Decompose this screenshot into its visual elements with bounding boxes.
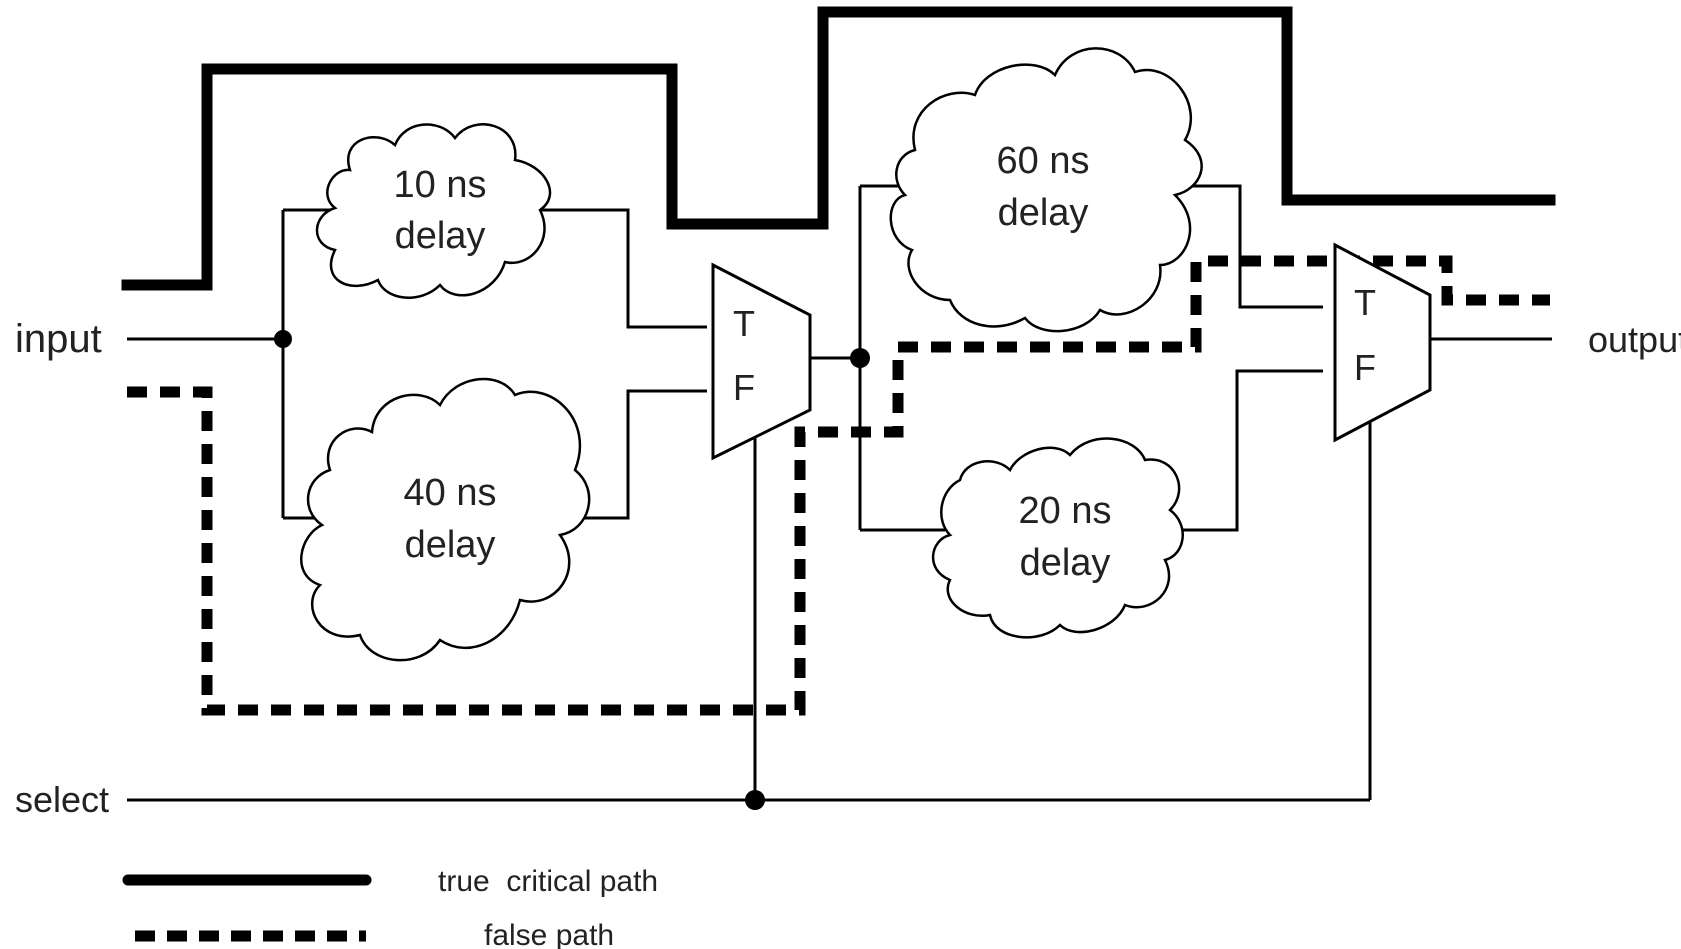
- mux-1: T F: [711, 262, 812, 461]
- false-path: [127, 255, 1550, 716]
- signal-wires: [127, 184, 1552, 802]
- legend-false-label: false path: [484, 919, 614, 949]
- delay-cloud-10ns: 10 ns delay: [315, 123, 552, 299]
- mux-2-true-label: T: [1354, 282, 1376, 323]
- mux-2-false-label: F: [1354, 347, 1376, 388]
- select-label: select: [15, 779, 109, 820]
- delay-40ns-value: 40 ns: [404, 472, 497, 514]
- junction-mux1-out: [850, 348, 870, 368]
- mux-2: T F: [1333, 242, 1432, 443]
- delay-cloud-40ns: 40 ns delay: [300, 377, 591, 662]
- true-critical-path: [121, 6, 1556, 291]
- junction-input: [274, 330, 292, 348]
- delay-40ns-word: delay: [405, 524, 496, 566]
- output-label: output: [1588, 319, 1681, 360]
- mux-1-false-label: F: [733, 367, 755, 408]
- legend: true critical path false path: [122, 865, 658, 949]
- delay-20ns-word: delay: [1020, 542, 1111, 584]
- delay-60ns-word: delay: [998, 192, 1089, 234]
- legend-critical-label: true critical path: [438, 865, 658, 898]
- delay-20ns-value: 20 ns: [1019, 490, 1112, 532]
- delay-60ns-value: 60 ns: [997, 140, 1090, 182]
- delay-10ns-word: delay: [395, 215, 486, 257]
- delay-cloud-60ns: 60 ns delay: [889, 47, 1203, 333]
- mux-1-true-label: T: [733, 303, 755, 344]
- junction-select: [745, 790, 765, 810]
- delay-10ns-value: 10 ns: [394, 164, 487, 206]
- delay-cloud-20ns: 20 ns delay: [931, 437, 1184, 639]
- input-label: input: [15, 317, 102, 361]
